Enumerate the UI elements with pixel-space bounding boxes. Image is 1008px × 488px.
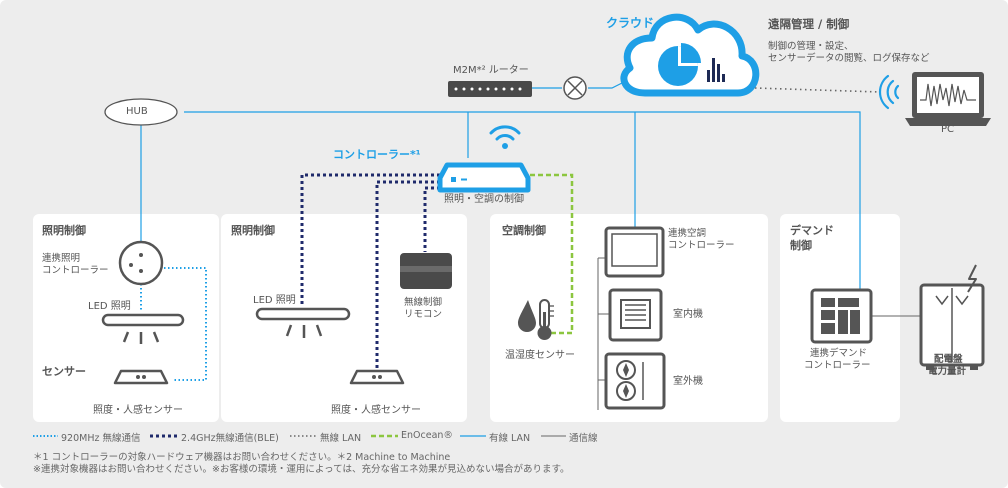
pc-icon	[905, 72, 991, 126]
pc-wireless-link	[754, 87, 881, 93]
controller-wifi-icon	[489, 125, 521, 149]
indoor-unit-label: 室内機	[673, 309, 703, 320]
footnote-1: ＊1 コントローラーの対象ハードウェア機器はお問い合わせください。＊2 Mach…	[33, 452, 451, 463]
wired-lan-lines	[140, 79, 861, 316]
remote-label-1: 無線制御	[404, 297, 443, 308]
legend-ble: 2.4GHz無線通信(BLE)	[181, 433, 279, 444]
distribution-board-icon	[919, 264, 985, 370]
linked-ac-controller-icon	[604, 226, 665, 278]
led-light-icon-2	[255, 307, 351, 338]
demand-controller-label-2: コントローラー	[804, 360, 871, 371]
linked-light-controller-icon	[118, 240, 164, 286]
pc-wifi-icon	[878, 74, 900, 110]
sensor-icon-2	[349, 369, 405, 385]
indoor-unit-icon	[608, 288, 663, 342]
remote-mgmt-desc-2: センサーデータの閲覧、ログ保存など	[768, 53, 930, 64]
footnote-2: ※連携対象機器はお問い合わせください。※お客様の環境・運用によっては、充分な省エ…	[33, 464, 570, 475]
router-label: M2M*² ルーター	[453, 65, 529, 76]
enocean-link	[530, 173, 574, 335]
remote-mgmt-title: 遠隔管理 / 制御	[768, 17, 850, 31]
demand-controller-label-1: 連携デマンド	[810, 348, 868, 359]
controller-device-icon	[437, 162, 531, 193]
sensor-icon-1	[113, 369, 169, 385]
temp-sensor-label: 温湿度センサー	[505, 350, 575, 361]
led-label-2: LED 照明	[253, 295, 296, 306]
legend-920mhz: 920MHz 無線通信	[61, 433, 141, 444]
outdoor-unit-icon	[604, 352, 666, 410]
sensor-heading: センサー	[42, 365, 86, 378]
meter-label-1: 配電盤	[934, 354, 963, 365]
pc-label: PC	[941, 124, 955, 135]
legend-wifi: 無線 LAN	[320, 433, 362, 444]
led-label-1: LED 照明	[88, 301, 131, 312]
remote-label-2: リモコン	[404, 309, 443, 320]
cloud-label: クラウド	[606, 16, 655, 30]
temp-humidity-sensor-icon	[518, 299, 554, 340]
vpn-cross-icon	[563, 76, 587, 100]
legend-comm-line: 通信線	[569, 433, 598, 444]
panel-demand-title-1: デマンド	[790, 224, 834, 237]
linked-light-controller-label-1: 連携照明	[42, 253, 81, 264]
panel-aircon-title: 空調制御	[502, 224, 546, 237]
ble-links	[300, 173, 440, 370]
sensor-label-1: 照度・人感センサー	[93, 405, 183, 416]
linked-ac-controller-label-2: コントローラー	[668, 240, 735, 251]
panel-demand-title-2: 制御	[790, 239, 812, 252]
outdoor-unit-label: 室外機	[673, 376, 703, 387]
controller-title: コントローラー*¹	[333, 148, 421, 161]
linked-light-controller-label-2: コントローラー	[42, 265, 109, 276]
panel-lighting-1-title: 照明制御	[42, 224, 86, 237]
remote-mgmt-desc-1: 制御の管理・設定、	[768, 41, 854, 52]
router-icon	[448, 81, 532, 97]
led-light-icon-1	[101, 313, 185, 344]
hub-icon	[104, 98, 178, 126]
wireless-remote-icon	[400, 253, 452, 289]
hub-label: HUB	[126, 106, 148, 117]
920mhz-links	[140, 267, 207, 381]
panel-lighting-2-title: 照明制御	[231, 224, 275, 237]
sensor-label-2: 照度・人感センサー	[331, 405, 421, 416]
legend-wired-lan: 有線 LAN	[489, 433, 531, 444]
linked-demand-controller-icon	[810, 288, 873, 344]
controller-caption: 照明・空調の制御	[444, 194, 524, 205]
legend-enocean: EnOcean®	[401, 430, 453, 441]
cloud-icon	[620, 13, 760, 97]
meter-label-2: 電力量計	[928, 366, 967, 377]
linked-ac-controller-label-1: 連携空調	[668, 228, 707, 239]
